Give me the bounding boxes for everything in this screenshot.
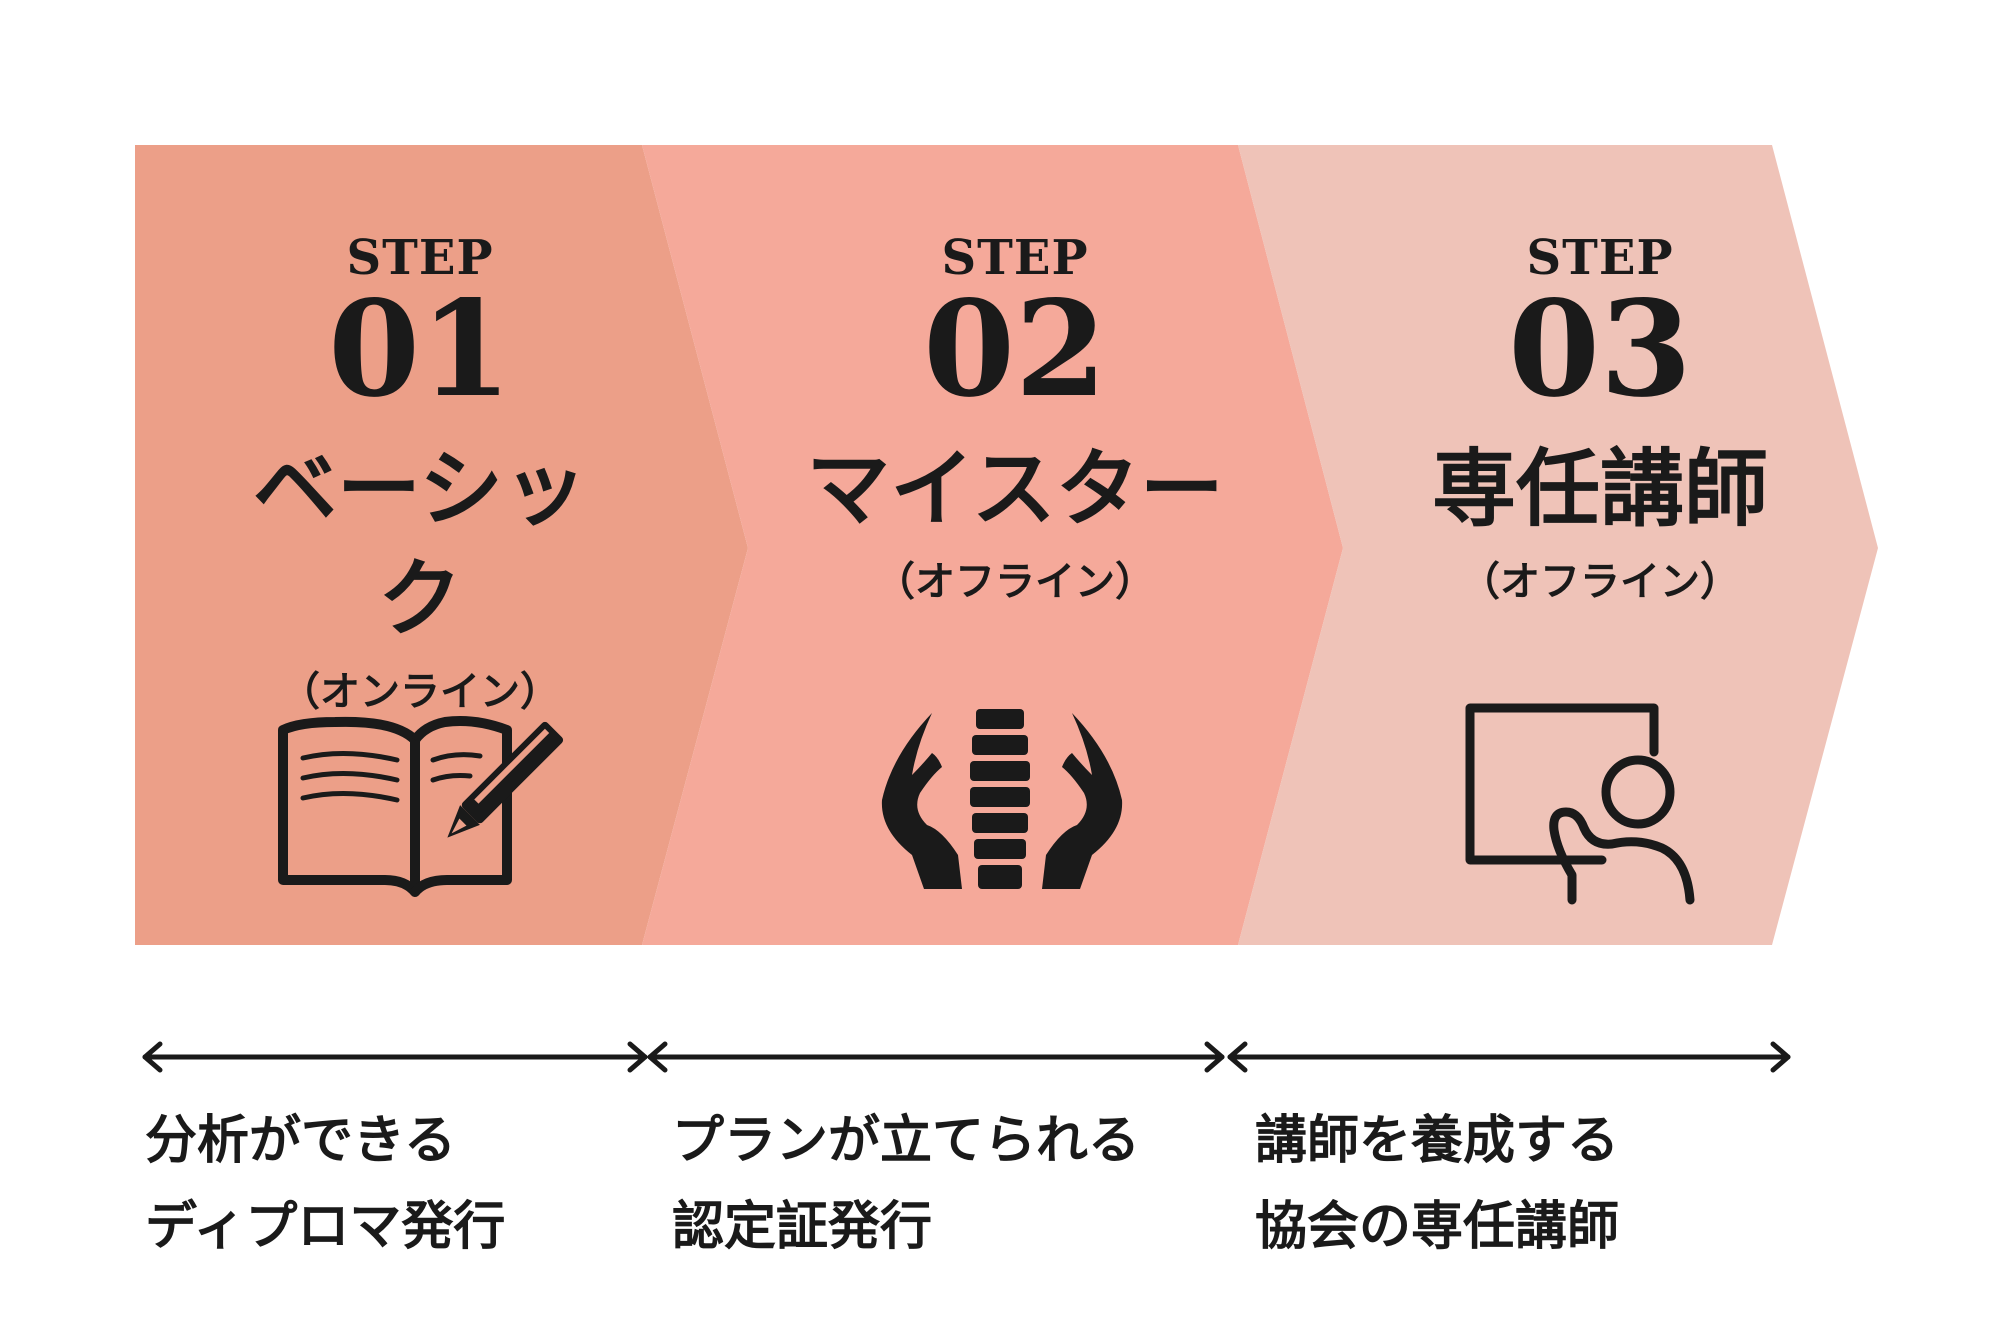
step-2-desc-line2: 認定証発行 [672, 1197, 933, 1257]
step-3-title: 専任講師 [1431, 440, 1768, 538]
book-pen-icon [278, 716, 564, 897]
step-1-chevron [135, 145, 748, 945]
step-1-number: 01 [328, 272, 512, 427]
step-3-chevron [1238, 145, 1878, 945]
step-3-description: 講師を養成する 協会の専任講師 [1255, 1098, 1619, 1270]
hands-spine-icon [881, 709, 1123, 889]
step-2-chevron [642, 145, 1343, 945]
step-2-number: 02 [923, 272, 1107, 427]
step-2-subtitle: （オフライン） [875, 559, 1155, 605]
step-3-desc-line1: 講師を養成する [1255, 1111, 1620, 1171]
step-1-desc-line2: ディプロマ発行 [145, 1197, 506, 1257]
step-3-number: 03 [1508, 272, 1692, 427]
step-3-block: STEP 03 専任講師 （オフライン） [1380, 140, 1820, 940]
step-1-title: ベーシック [252, 440, 588, 648]
step-1-description: 分析ができる ディプロマ発行 [145, 1098, 505, 1270]
step-2-block: STEP 02 マイスター （オフライン） [790, 140, 1240, 940]
step-3-label: STEP [1526, 230, 1674, 286]
step-1-desc-line1: 分析ができる [145, 1111, 456, 1171]
range-arrow-step-1 [142, 1041, 648, 1073]
teacher-board-icon [1465, 703, 1695, 905]
step-1-block: STEP 01 ベーシック （オンライン） [220, 140, 620, 940]
range-arrow-step-3 [1227, 1041, 1791, 1073]
step-2-title: マイスター [806, 440, 1224, 538]
step-2-label: STEP [941, 230, 1089, 286]
step-2-description: プランが立てられる 認定証発行 [672, 1098, 1140, 1270]
step-3-subtitle: （オフライン） [1460, 559, 1740, 605]
step-2-desc-line1: プランが立てられる [672, 1111, 1141, 1171]
step-3-desc-line2: 協会の専任講師 [1255, 1197, 1620, 1257]
step-1-label: STEP [346, 230, 494, 286]
range-arrow-step-2 [647, 1041, 1225, 1073]
step-1-subtitle: （オンライン） [280, 669, 560, 715]
